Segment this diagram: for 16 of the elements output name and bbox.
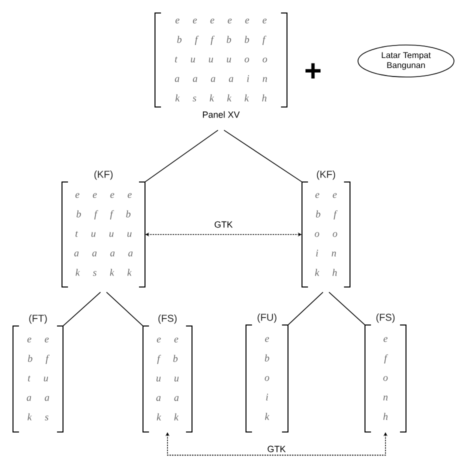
connector bbox=[288, 292, 324, 326]
connector bbox=[328, 292, 366, 326]
plus-sign: + bbox=[306, 63, 321, 78]
bracket-matrix: (KF) e e b f o o i n k h bbox=[302, 170, 350, 288]
bracket-matrix: (KF) e e e e b f f b t u u u a a a a k s k k bbox=[62, 170, 146, 288]
connector bbox=[144, 130, 218, 182]
edge-label: GTK bbox=[266, 444, 287, 454]
bracket-matrix: e e e e e e b f f b b f t u u u o o a a a a i n k s k k k h Panel XV bbox=[154, 12, 288, 118]
bracket-matrix: (FS) e e f b u u a a k k bbox=[142, 314, 192, 432]
edge-label: GTK bbox=[213, 220, 234, 229]
connector bbox=[62, 292, 101, 326]
bracket-matrix: (FU) e b o i k bbox=[246, 313, 288, 432]
connector bbox=[224, 130, 302, 182]
bracket-matrix: (FS) e f o n h bbox=[364, 313, 406, 432]
connector bbox=[106, 292, 144, 326]
bracket-matrix: (FT) e e b f t u a a k s bbox=[12, 314, 64, 432]
